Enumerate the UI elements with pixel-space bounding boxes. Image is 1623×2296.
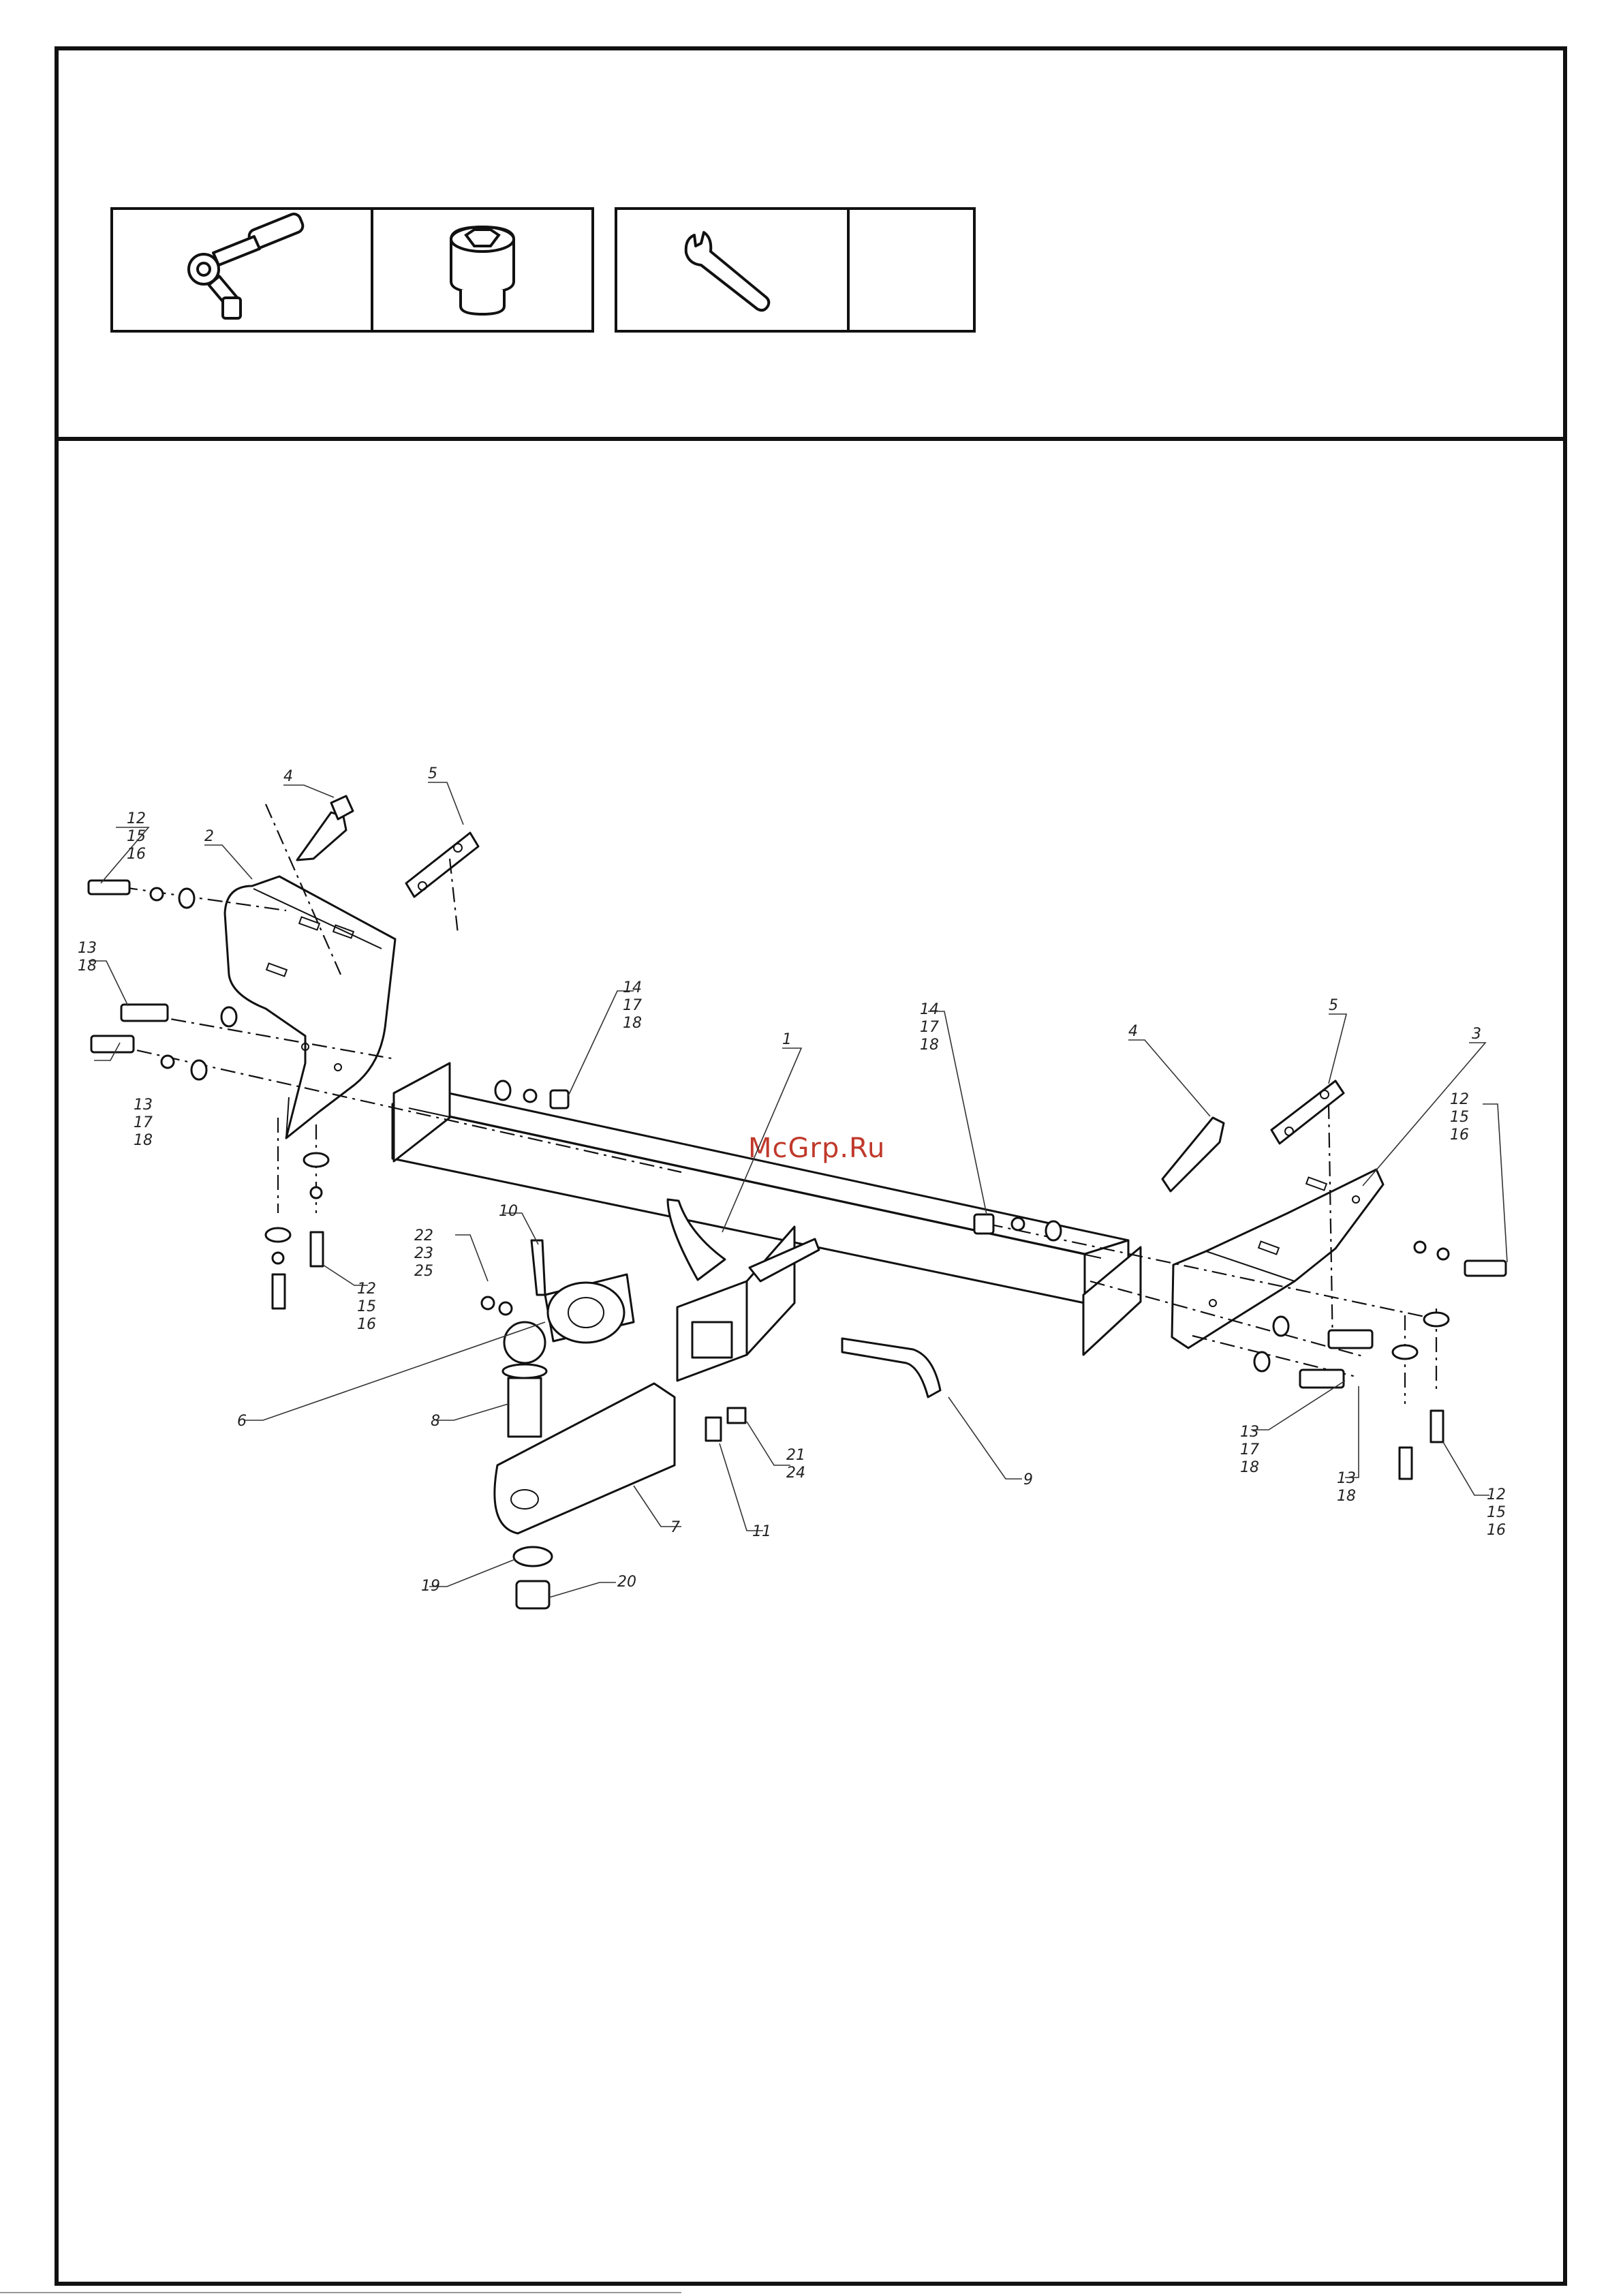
label-5-right: 5	[1329, 997, 1338, 1014]
svg-text:16: 16	[1450, 1127, 1469, 1144]
svg-text:18: 18	[134, 1132, 153, 1149]
label-3: 3	[1472, 1026, 1481, 1043]
label-19: 19	[421, 1578, 440, 1595]
label-group-12-15-16-top-right: 12 15 16	[1450, 1091, 1469, 1144]
label-group-12-15-16-top-left: 12 15 16	[127, 810, 146, 863]
svg-text:16: 16	[127, 846, 146, 863]
svg-text:12: 12	[1487, 1486, 1506, 1503]
label-9: 9	[1023, 1471, 1033, 1488]
svg-text:24: 24	[786, 1465, 805, 1482]
svg-text:21: 21	[786, 1447, 805, 1464]
label-group-13-18-left: 13 18	[78, 940, 97, 975]
svg-text:16: 16	[1487, 1522, 1506, 1539]
label-11: 11	[752, 1523, 771, 1540]
left-bracket	[225, 876, 395, 1138]
label-7: 7	[670, 1519, 680, 1536]
svg-text:18: 18	[1337, 1488, 1356, 1505]
label-group-14-17-18-right: 14 17 18	[920, 1001, 939, 1054]
svg-text:25: 25	[414, 1263, 433, 1280]
svg-text:22: 22	[414, 1227, 433, 1244]
svg-text:13: 13	[1240, 1424, 1259, 1441]
label-2: 2	[204, 828, 214, 845]
svg-text:15: 15	[357, 1298, 376, 1315]
svg-text:12: 12	[1450, 1091, 1469, 1108]
label-1: 1	[782, 1031, 792, 1048]
label-group-14-17-18-left: 14 17 18	[623, 979, 642, 1032]
svg-text:16: 16	[357, 1316, 376, 1333]
label-6: 6	[237, 1413, 247, 1430]
label-10: 10	[499, 1203, 518, 1220]
label-group-12-15-16-bottom-left: 12 15 16	[357, 1281, 376, 1333]
svg-text:18: 18	[920, 1037, 939, 1054]
label-group-22-23-25: 22 23 25	[414, 1227, 433, 1280]
svg-text:15: 15	[1450, 1109, 1469, 1126]
plate-5-left	[406, 833, 478, 897]
label-group-21-24: 21 24	[786, 1447, 805, 1482]
svg-text:15: 15	[1487, 1504, 1506, 1521]
label-group-12-15-16-bottom-right: 12 15 16	[1487, 1486, 1506, 1539]
label-group-13-17-18-right: 13 17 18	[1240, 1424, 1259, 1476]
label-group-13-17-18-left: 13 17 18	[134, 1097, 153, 1149]
svg-text:14: 14	[623, 979, 642, 996]
svg-text:17: 17	[134, 1114, 153, 1131]
label-5-left: 5	[428, 765, 437, 782]
plate-5-right	[1271, 1081, 1344, 1144]
label-group-13-18-right: 13 18	[1337, 1470, 1356, 1505]
svg-text:17: 17	[623, 997, 642, 1014]
svg-text:18: 18	[1240, 1459, 1259, 1476]
svg-text:13: 13	[78, 940, 97, 957]
svg-text:18: 18	[78, 958, 97, 975]
svg-text:23: 23	[414, 1245, 433, 1262]
footer-rule	[0, 2292, 681, 2293]
svg-text:17: 17	[1240, 1441, 1259, 1458]
svg-text:12: 12	[357, 1281, 376, 1298]
label-8: 8	[431, 1413, 440, 1430]
svg-text:18: 18	[623, 1015, 642, 1032]
svg-text:12: 12	[127, 810, 146, 827]
label-4-left: 4	[283, 768, 293, 785]
label-20: 20	[617, 1574, 636, 1591]
svg-text:13: 13	[1337, 1470, 1356, 1487]
svg-text:15: 15	[127, 828, 146, 845]
svg-text:13: 13	[134, 1097, 153, 1114]
svg-text:14: 14	[920, 1001, 939, 1018]
label-4-right: 4	[1128, 1023, 1138, 1040]
plate-4-left	[297, 796, 353, 860]
plate-4-right	[1162, 1118, 1224, 1191]
svg-text:17: 17	[920, 1019, 939, 1036]
